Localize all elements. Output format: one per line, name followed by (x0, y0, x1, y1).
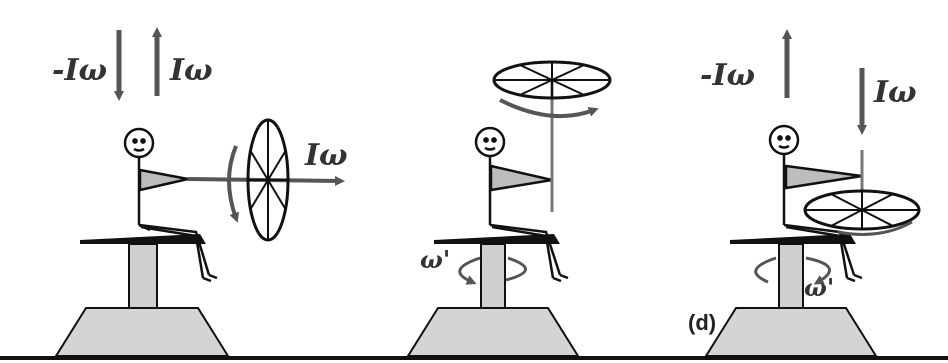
stool-column (481, 244, 505, 308)
stool-base (706, 308, 876, 356)
label-I-omega: Iω (873, 75, 917, 110)
label-wheel-I-omega: Iω (304, 138, 348, 173)
horizontal-wheel (494, 62, 610, 98)
stool-rotation-arc (756, 258, 776, 282)
label-omega-prime: ω' (804, 273, 834, 302)
stool-base (408, 308, 578, 356)
panel-3: -Iω Iω ω' ( (688, 34, 919, 356)
label-omega-prime: ω' (420, 245, 450, 274)
panel-1: -Iω Iω (52, 30, 348, 356)
wheel-spin-arrow (500, 100, 594, 116)
stool-rotation-arc (506, 258, 526, 280)
stool-rotation-arrow (460, 258, 480, 282)
stool-base (56, 308, 228, 356)
panel-2: ω' (408, 62, 610, 356)
horizontal-wheel (805, 191, 919, 229)
stool-column (129, 244, 157, 308)
spinning-wheel (248, 120, 288, 240)
label-neg-I-omega: -Iω (700, 58, 755, 93)
panel-label: (d) (688, 310, 716, 335)
label-neg-I-omega: -Iω (52, 53, 107, 88)
label-I-omega: Iω (169, 53, 213, 88)
wheel-spin-arrow (229, 146, 236, 218)
stool-column (779, 244, 803, 308)
